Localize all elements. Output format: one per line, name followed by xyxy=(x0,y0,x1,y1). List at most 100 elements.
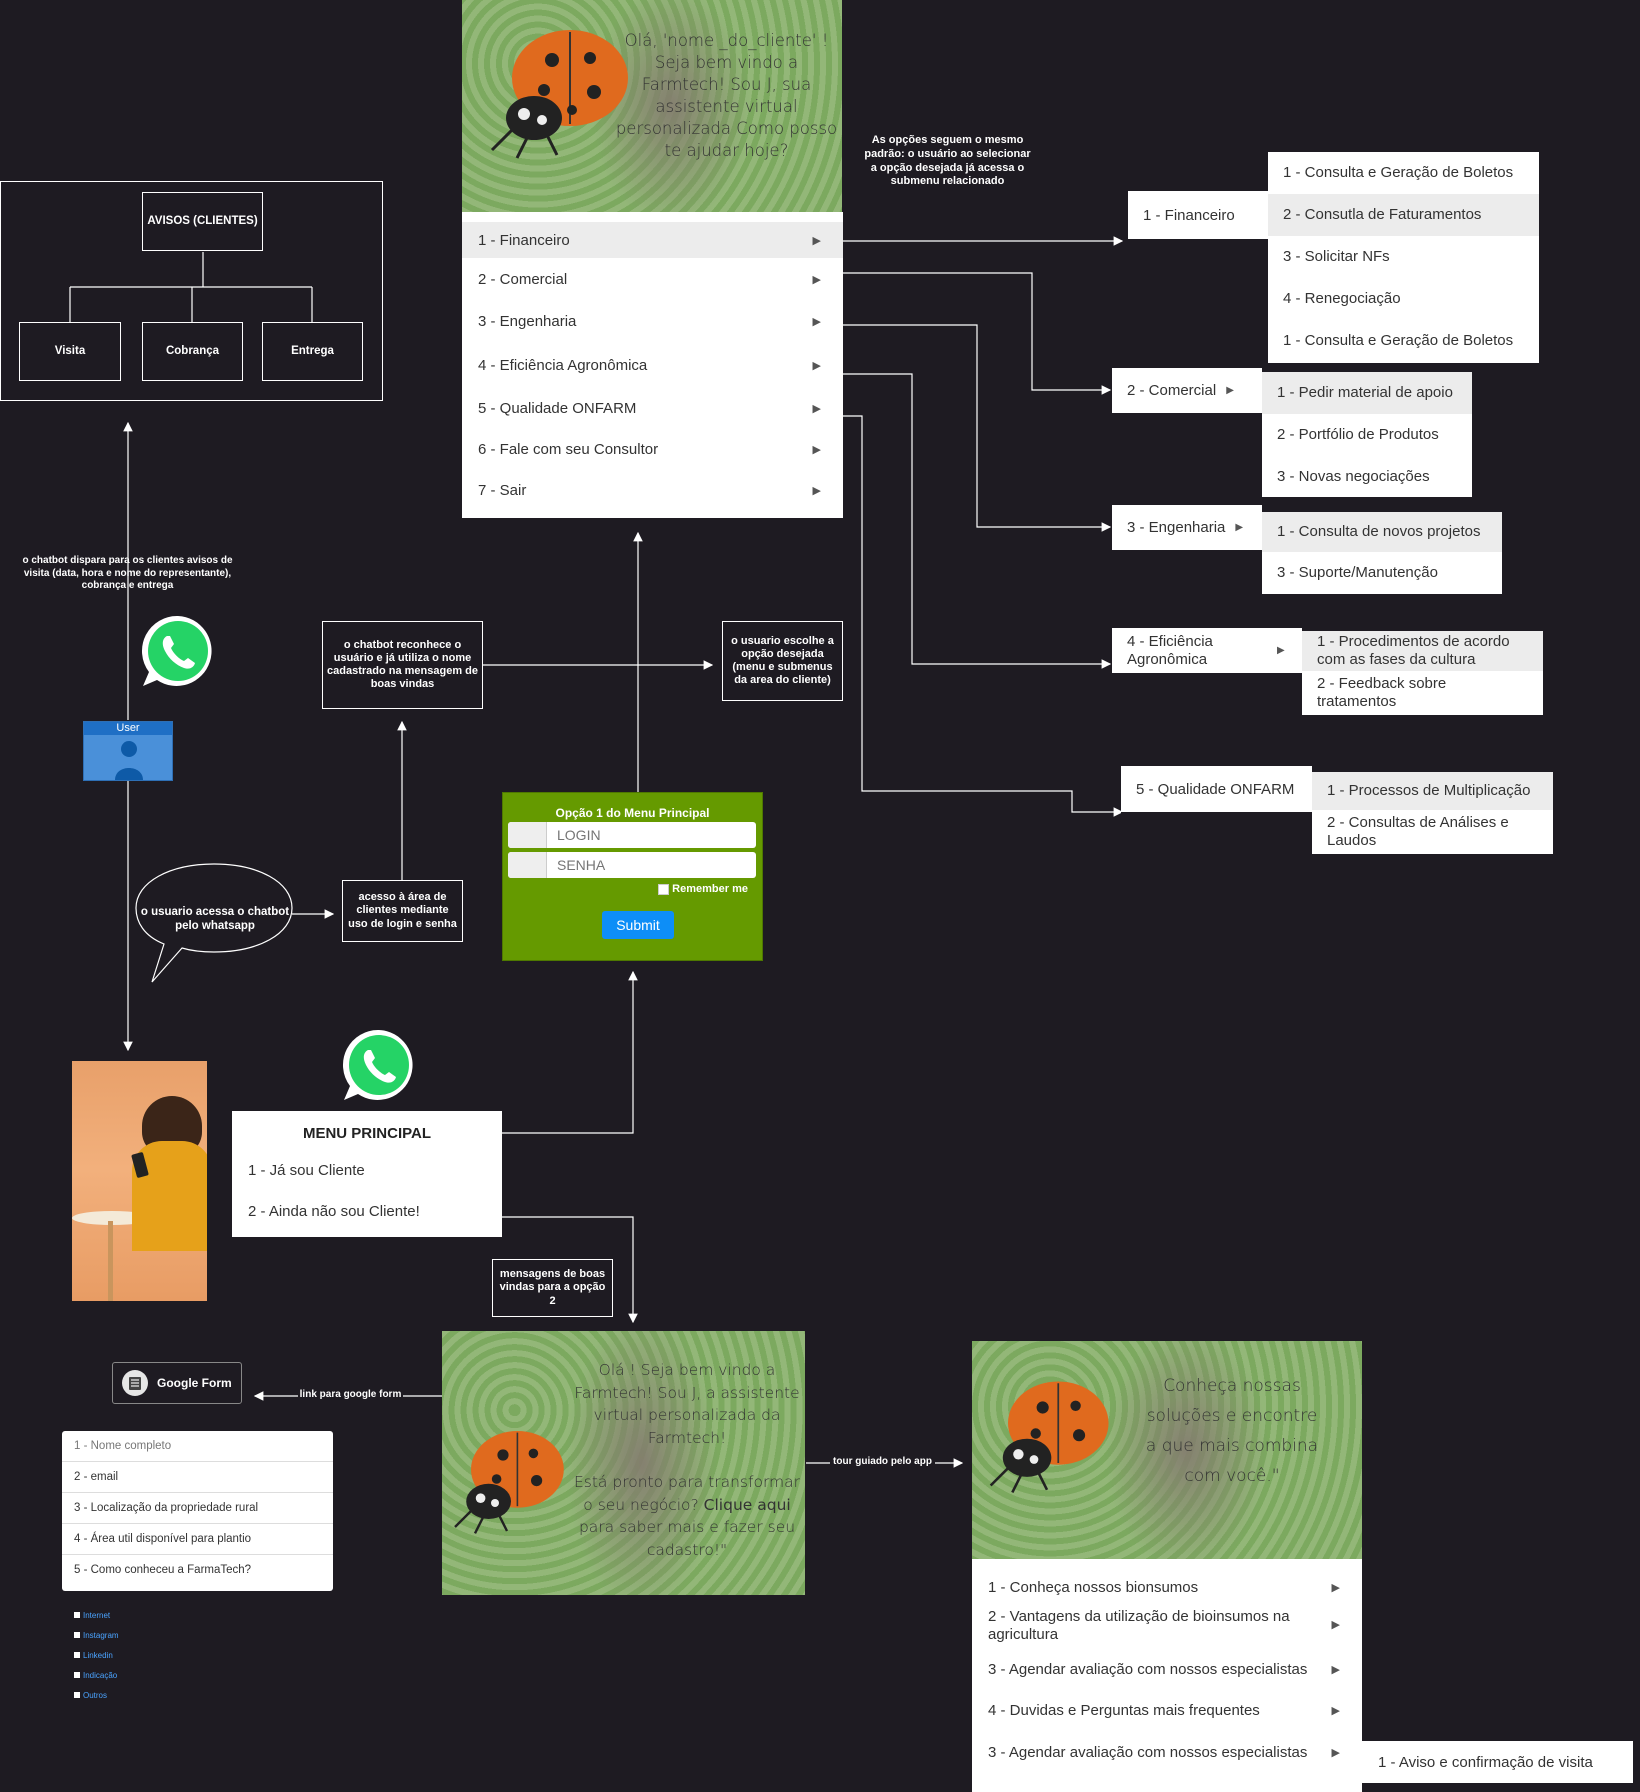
form-field[interactable]: 4 - Área util disponível para plantio xyxy=(62,1524,333,1555)
source-checkbox[interactable] xyxy=(74,1672,80,1678)
avisos-container xyxy=(0,181,383,401)
submenu-tab-label: 1 - Financeiro xyxy=(1143,206,1235,224)
login-access-box: acesso à área de clientes mediante uso d… xyxy=(342,880,463,942)
tour-menu-item[interactable]: 3 - Agendar avaliação com nossos especia… xyxy=(972,1649,1362,1690)
user-icon xyxy=(115,741,143,780)
source-checkbox[interactable] xyxy=(74,1692,80,1698)
submenu-tab-qualidade[interactable]: 5 - Qualidade ONFARM xyxy=(1121,760,1312,818)
submenu-item[interactable]: 2 - Feedback sobre tratamentos xyxy=(1317,675,1447,710)
welcome-new-line1: Olá ! Seja bem vindo a Farmtech! Sou J, … xyxy=(574,1361,800,1447)
main-menu-item-comercial[interactable]: 2 - Comercial▶ xyxy=(462,258,843,300)
main-menu-item-label: 4 - Eficiência Agronômica xyxy=(478,356,648,374)
tour-menu-item[interactable]: 1 - Conheça nossos bionsumos▶ xyxy=(972,1559,1362,1603)
password-field-addon xyxy=(508,852,547,878)
password-field[interactable] xyxy=(508,852,756,878)
whatsapp-icon xyxy=(342,1029,413,1100)
submenu-tab-label: 4 - Eficiência Agronômica xyxy=(1127,632,1213,668)
password-input[interactable] xyxy=(547,852,749,878)
form-field[interactable]: 3 - Localização da propriedade rural xyxy=(62,1493,333,1524)
source-label: Instagram xyxy=(83,1630,119,1640)
tour-menu-item[interactable]: 2 - Vantagens da utilização de bioinsumo… xyxy=(972,1603,1362,1649)
tour-menu-item[interactable]: 3 - Agendar avaliação com nossos especia… xyxy=(972,1731,1362,1774)
submenu-tab-eficiencia[interactable]: 4 - Eficiência Agronômica▶ xyxy=(1112,622,1302,679)
submenu-tab-comercial[interactable]: 2 - Comercial ▶ xyxy=(1112,362,1262,419)
source-checkbox[interactable] xyxy=(74,1612,80,1618)
chevron-right-icon: ▶ xyxy=(812,273,821,286)
source-checkbox[interactable] xyxy=(74,1632,80,1638)
table-leg xyxy=(108,1221,113,1301)
source-option[interactable]: Linkedin xyxy=(74,1645,194,1665)
submenu-tab-label: 2 - Comercial xyxy=(1127,382,1217,399)
ladybug-image xyxy=(490,30,628,159)
submenu-tab-engenharia[interactable]: 3 - Engenharia ▶ xyxy=(1112,499,1262,556)
ladybug-image xyxy=(989,1381,1109,1494)
submenu-financeiro: 1 - Consulta e Geração de Boletos 2 - Co… xyxy=(1268,152,1539,363)
remember-checkbox[interactable] xyxy=(658,883,670,895)
start-menu-item-new[interactable]: 2 - Ainda não sou Cliente! xyxy=(248,1203,420,1220)
source-option[interactable]: Indicação xyxy=(74,1665,194,1685)
submenu-tab-label: 3 - Engenharia xyxy=(1127,519,1226,536)
start-menu-title: MENU PRINCIPAL xyxy=(302,1125,432,1142)
speech-bubble xyxy=(135,863,293,983)
submenu-item[interactable]: 1 - Pedir material de apoio xyxy=(1262,372,1472,414)
source-label: Indicação xyxy=(83,1670,118,1680)
login-field[interactable] xyxy=(508,822,756,848)
tour-text: Conheça nossas soluções e encontre a que… xyxy=(1145,1376,1319,1486)
remember-me[interactable]: Remember me xyxy=(658,883,748,895)
user-actor: User xyxy=(83,721,173,781)
avisos-title: AVISOS (CLIENTES) xyxy=(142,192,263,251)
avisos-cobranca: Cobrança xyxy=(142,322,243,381)
main-menu-item-engenharia[interactable]: 3 - Engenharia▶ xyxy=(462,300,843,342)
submenu-item[interactable]: 1 - Consulta e Geração de Boletos xyxy=(1283,332,1514,349)
main-menu: 1 - Financeiro▶ 2 - Comercial▶ 3 - Engen… xyxy=(462,212,843,518)
click-here-link[interactable]: Clique aqui xyxy=(703,1495,791,1514)
source-label: Outros xyxy=(83,1690,108,1700)
submenu-item[interactable]: 1 - Processos de Multiplicação xyxy=(1312,772,1553,810)
login-form: Opção 1 do Menu Principal Remember me Su… xyxy=(502,792,763,961)
submenu-item[interactable]: 2 - Consultas de Análises e Laudos xyxy=(1327,814,1509,849)
source-option[interactable]: Instagram xyxy=(74,1625,194,1645)
submenu-item[interactable]: 1 - Procedimentos de acordo com as fases… xyxy=(1302,631,1543,671)
submenu-item[interactable]: 2 - Consutla de Faturamentos xyxy=(1268,194,1539,236)
chevron-right-icon: ▶ xyxy=(1226,385,1234,396)
chevron-right-icon: ▶ xyxy=(812,315,821,328)
source-checkbox[interactable] xyxy=(74,1652,80,1658)
submenu-item[interactable]: 3 - Solicitar NFs xyxy=(1283,248,1390,265)
google-form-button[interactable]: Google Form xyxy=(112,1362,242,1404)
chevron-right-icon: ▶ xyxy=(1331,1705,1340,1717)
chevron-right-icon: ▶ xyxy=(812,443,821,456)
submenu-tab-financeiro[interactable]: 1 - Financeiro xyxy=(1128,191,1268,239)
tour-menu-item[interactable]: 4 - Duvidas e Perguntas mais frequentes▶ xyxy=(972,1690,1362,1731)
submit-button[interactable]: Submit xyxy=(602,911,674,939)
source-option[interactable]: Outros xyxy=(74,1685,194,1705)
submenu-item[interactable]: 4 - Renegociação xyxy=(1283,290,1401,307)
chevron-right-icon: ▶ xyxy=(1235,522,1244,533)
main-menu-item-sair[interactable]: 7 - Sair▶ xyxy=(462,470,843,510)
submenu-item[interactable]: 1 - Consulta e Geração de Boletos xyxy=(1283,164,1514,181)
login-input[interactable] xyxy=(547,822,749,848)
start-menu-item-client[interactable]: 1 - Já sou Cliente xyxy=(248,1162,365,1179)
main-menu-item-qualidade[interactable]: 5 - Qualidade ONFARM▶ xyxy=(462,388,843,428)
submenu-item[interactable]: 1 - Consulta de novos projetos xyxy=(1262,512,1502,552)
user-access-note: o usuario acessa o chatbot pelo whatsapp xyxy=(140,906,290,933)
form-field[interactable]: 1 - Nome completo xyxy=(62,1431,333,1462)
form-field[interactable]: 2 - email xyxy=(62,1462,333,1493)
tour-menu-item-label: 2 - Vantagens da utilização de bioinsumo… xyxy=(988,1608,1290,1643)
link-google-form-note: link para google form xyxy=(298,1389,403,1402)
submenu-qualidade: 1 - Processos de Multiplicação 2 - Consu… xyxy=(1312,772,1553,854)
source-option[interactable]: Internet xyxy=(74,1605,194,1625)
main-menu-item-financeiro[interactable]: 1 - Financeiro▶ xyxy=(462,222,843,258)
main-menu-item-consultor[interactable]: 6 - Fale com seu Consultor▶ xyxy=(462,428,843,470)
submenu-item[interactable]: 2 - Portfólio de Produtos xyxy=(1277,426,1439,443)
main-menu-item-label: 1 - Financeiro xyxy=(478,231,570,249)
user-label: User xyxy=(84,722,172,735)
visit-confirmation-item[interactable]: 1 - Aviso e confirmação de visita xyxy=(1362,1741,1633,1783)
chevron-right-icon: ▶ xyxy=(812,484,821,497)
form-field[interactable]: 5 - Como conheceu a FarmaTech? xyxy=(74,1564,252,1576)
submenu-item[interactable]: 3 - Novas negociações xyxy=(1277,468,1430,485)
guided-tour-note: tour guiado pelo app xyxy=(830,1456,935,1469)
submenu-item[interactable]: 3 - Suporte/Manutenção xyxy=(1277,564,1438,581)
welcome-new-hero: Olá ! Seja bem vindo a Farmtech! Sou J, … xyxy=(442,1331,805,1595)
tour-hero: Conheça nossas soluções e encontre a que… xyxy=(972,1341,1362,1559)
main-menu-item-eficiencia[interactable]: 4 - Eficiência Agronômica▶ xyxy=(462,342,843,388)
